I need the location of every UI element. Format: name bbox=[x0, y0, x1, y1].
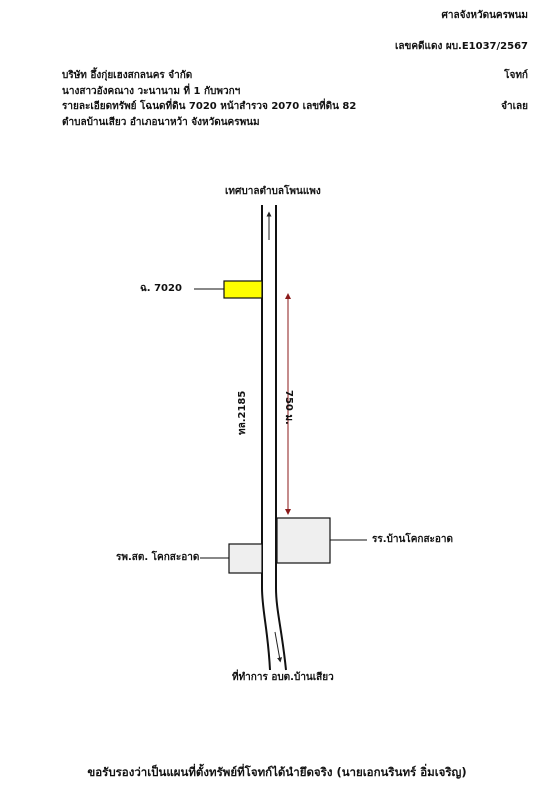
defendant-name: นางสาวอังคณาง วะนานาม ที่ 1 กับพวกฯ bbox=[62, 86, 241, 97]
road-number-label: ทล.2185 bbox=[237, 390, 248, 435]
north-destination-label: เทศบาลตำบลโพนแพง bbox=[225, 186, 321, 197]
parcel-7020 bbox=[223, 280, 263, 299]
road-right-edge bbox=[275, 205, 287, 671]
defendant-role: จำเลย bbox=[501, 101, 528, 112]
road-left-edge bbox=[261, 205, 271, 671]
school-label: รร.บ้านโคกสะอาด bbox=[372, 534, 454, 545]
property-location: ตำบลบ้านเสียว อำเภอนาหว้า จังหวัดนครพนม bbox=[62, 117, 260, 128]
plaintiff-role: โจทก์ bbox=[504, 70, 528, 81]
court-name: ศาลจังหวัดนครพนม bbox=[441, 10, 528, 21]
school-building bbox=[276, 517, 331, 564]
south-destination-label: ที่ทำการ อบต.บ้านเสียว bbox=[232, 672, 334, 683]
property-details: รายละเอียดทรัพย์ โฉนดที่ดิน 7020 หน้าสำร… bbox=[62, 101, 357, 112]
health-center-label: รพ.สต. โคกสะอาด bbox=[116, 552, 200, 563]
health-center-building bbox=[228, 543, 263, 574]
plaintiff-name: บริษัท อึ้งกุ่ยเฮงสกลนคร จำกัด bbox=[62, 70, 193, 81]
certification-statement: ขอรับรองว่าเป็นแผนที่ตั้งทรัพย์ที่โจทก์ไ… bbox=[87, 765, 467, 779]
road-direction-arrow-south bbox=[274, 631, 283, 663]
case-number: เลขคดีแดง ผบ.E1037/2567 bbox=[394, 41, 528, 52]
distance-label: 750 ม. bbox=[283, 390, 294, 425]
parcel-label: ฉ. 7020 bbox=[140, 283, 182, 294]
